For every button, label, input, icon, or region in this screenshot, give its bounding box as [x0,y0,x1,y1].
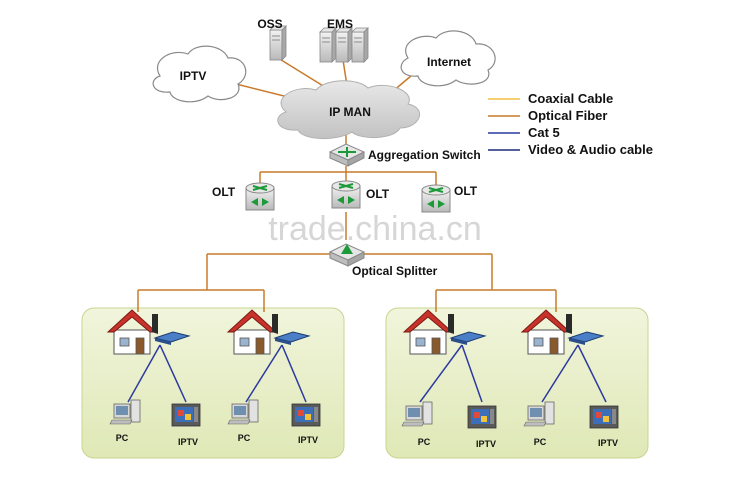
olt-label-center: OLT [366,187,390,201]
legend-label-fiber: Optical Fiber [528,108,607,123]
ems-server-icon-3 [351,27,369,63]
iptv-label-2: IPTV [298,435,318,445]
optical-fiber-links [137,57,557,312]
ems-label: EMS [327,17,353,31]
legend: Coaxial Cable Optical Fiber Cat 5 Video … [488,91,653,157]
oss-server-icon [269,25,287,61]
iptv-label-3: IPTV [476,439,496,449]
pc-icon-3 [401,401,433,427]
pc-label-2: PC [238,433,251,443]
legend-label-video-audio: Video & Audio cable [528,142,653,157]
internet-cloud [400,30,496,87]
ems-server-icon-1 [319,27,337,63]
olt-icon-left [245,182,275,211]
ip-man-cloud [277,80,421,139]
oss-label: OSS [257,17,282,31]
iptv-icon-2 [291,403,321,427]
internet-cloud-label: Internet [427,55,471,69]
iptv-icon-3 [467,405,497,429]
pc-icon-1 [109,399,141,425]
pc-icon-2 [227,399,259,425]
iptv-icon-4 [589,405,619,429]
olt-icon-center [331,180,361,209]
home-area-right [385,307,649,459]
iptv-icon-1 [171,403,201,427]
ip-man-label: IP MAN [329,105,371,119]
optical-splitter-label: Optical Splitter [352,264,438,278]
watermark: trade.china.cn [268,210,482,248]
iptv-label-4: IPTV [598,438,618,448]
cat5-links [127,344,607,403]
legend-label-coaxial: Coaxial Cable [528,91,613,106]
ems-server-icon-2 [335,27,353,63]
pc-label-1: PC [116,433,129,443]
pc-label-4: PC [534,437,547,447]
pc-label-3: PC [418,437,431,447]
olt-icon-right [421,184,451,213]
olt-label-right: OLT [454,184,478,198]
pc-icon-4 [523,401,555,427]
iptv-cloud-label: IPTV [180,69,207,83]
olt-label-left: OLT [212,185,236,199]
aggregation-switch-icon [328,143,366,167]
optical-splitter-icon [328,243,366,267]
aggregation-switch-label: Aggregation Switch [368,148,481,162]
iptv-label-1: IPTV [178,437,198,447]
legend-label-cat5: Cat 5 [528,125,560,140]
iptv-cloud [152,45,247,103]
